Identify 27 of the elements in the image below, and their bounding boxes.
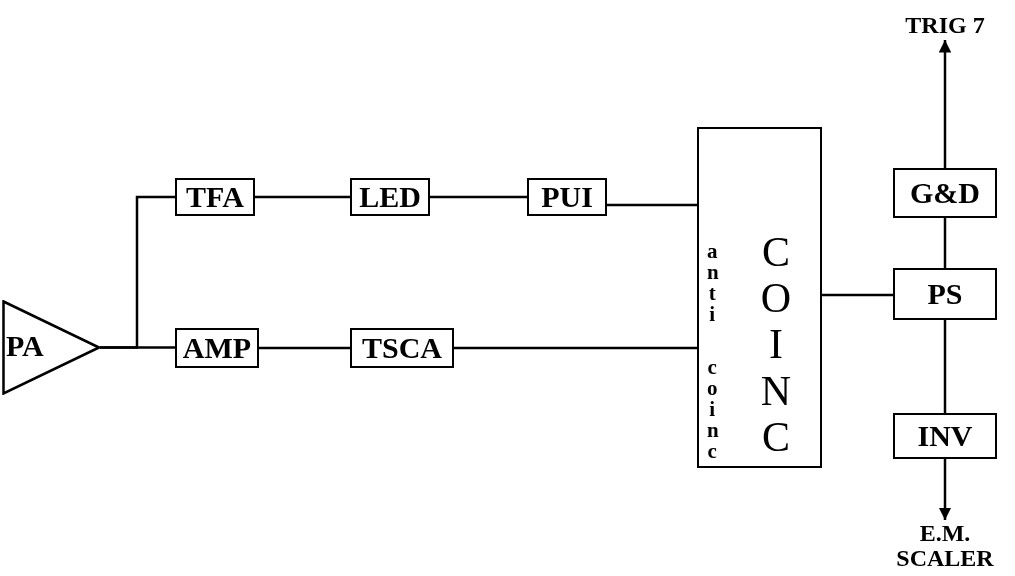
node-label: COINC bbox=[759, 229, 793, 460]
process-box: TSCA bbox=[350, 328, 454, 368]
connector-line bbox=[454, 346, 697, 350]
connector-line bbox=[607, 203, 697, 207]
input-label: anti bbox=[707, 241, 718, 325]
connector-line bbox=[822, 293, 893, 297]
connector-line bbox=[943, 218, 947, 268]
output-label: TRIG 7 bbox=[880, 12, 1010, 40]
connector-line bbox=[100, 346, 175, 349]
process-box: G&D bbox=[893, 168, 997, 218]
connector-line bbox=[943, 320, 947, 413]
process-box: LED bbox=[350, 178, 430, 216]
process-box: PS bbox=[893, 268, 997, 320]
process-box: TFA bbox=[175, 178, 255, 216]
process-box: PUI bbox=[527, 178, 607, 216]
connector-line bbox=[430, 195, 527, 199]
node-label: PA bbox=[6, 328, 44, 364]
connector-line bbox=[259, 346, 350, 350]
process-box: INV bbox=[893, 413, 997, 459]
arrow bbox=[938, 40, 952, 168]
arrow bbox=[938, 459, 952, 520]
amplifier-triangle bbox=[2, 300, 100, 395]
input-label: coinc bbox=[707, 357, 718, 462]
coincidence-box bbox=[697, 127, 822, 468]
output-label: E.M. SCALER bbox=[890, 520, 1000, 572]
connector-line bbox=[255, 195, 350, 199]
process-box: AMP bbox=[175, 328, 259, 368]
